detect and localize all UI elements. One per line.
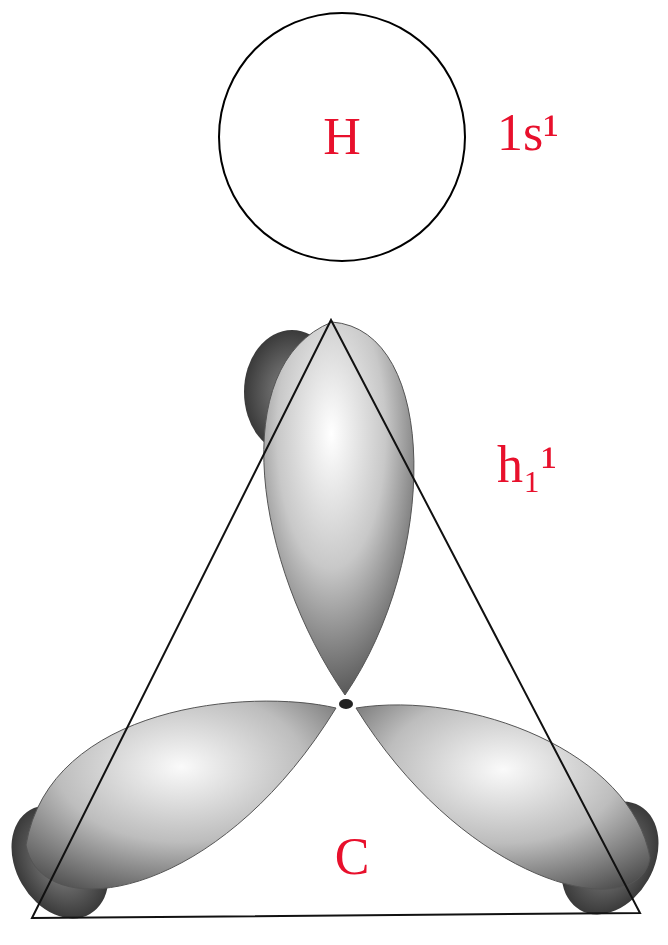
orbital-label: 1s¹ bbox=[497, 104, 559, 161]
hybrid-lobe bbox=[264, 322, 414, 695]
tetrahedron-outline: C bbox=[20, 310, 652, 930]
atom-symbol: C bbox=[36, 828, 668, 885]
atom-symbol: H bbox=[323, 108, 361, 165]
hybrid-lobe bbox=[356, 705, 650, 889]
nucleus bbox=[339, 699, 353, 709]
hybrid-lobe bbox=[26, 701, 336, 889]
orbital-label: h₁¹ bbox=[497, 436, 557, 493]
atom-circle: H bbox=[218, 12, 466, 262]
